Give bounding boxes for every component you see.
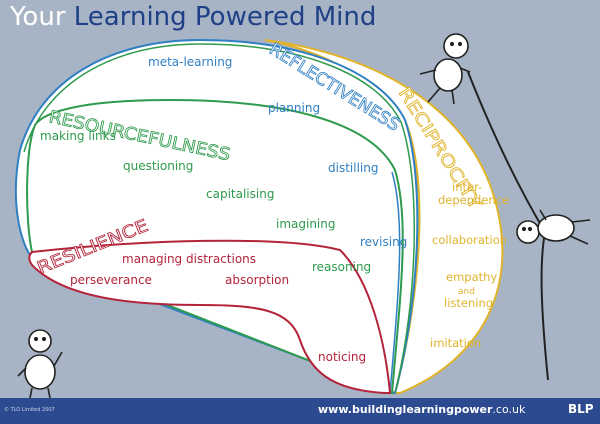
item-listening: listening: [444, 296, 493, 310]
title-part-1: Your: [10, 2, 66, 32]
item-empathy: empathy: [446, 270, 497, 284]
page-title: Your Learning Powered Mind: [10, 2, 376, 32]
item-planning: planning: [268, 101, 320, 115]
footer-bar: © TLO Limited 2007 www.buildinglearningp…: [0, 398, 600, 424]
resilience-region: [28, 239, 392, 394]
website-url-suffix: .co.uk: [492, 403, 526, 416]
item-absorption: absorption: [225, 273, 289, 287]
website-link[interactable]: www.buildinglearningpower.co.uk: [318, 403, 525, 416]
item-interdependence-line2: dependence: [438, 193, 509, 207]
item-meta-learning: meta-learning: [148, 55, 232, 69]
item-revising: revising: [360, 235, 407, 249]
item-and: and: [458, 287, 475, 297]
item-managing-distractions: managing distractions: [122, 252, 256, 266]
item-noticing: noticing: [318, 350, 366, 364]
title-part-2: Learning Powered Mind: [73, 2, 377, 32]
item-capitalising: capitalising: [206, 187, 274, 201]
stick-figure-hanging-rope-icon: [516, 209, 591, 245]
item-questioning: questioning: [123, 159, 193, 173]
item-reasoning: reasoning: [312, 260, 371, 274]
item-imitation: imitation: [430, 336, 481, 350]
learning-mind-diagram: REFLECTIVENESS RESOURCEFULNESS RECIPROCI…: [14, 33, 591, 399]
item-making-links: making links: [40, 129, 116, 143]
website-url-main: www.buildinglearningpower: [318, 403, 493, 416]
item-distilling: distilling: [328, 161, 378, 175]
item-imagining: imagining: [276, 217, 336, 231]
copyright-text: © TLO Limited 2007: [4, 407, 55, 413]
item-perseverance: perseverance: [70, 273, 152, 287]
stick-figure-waving-icon: [17, 329, 63, 399]
stick-figure-climbing-icon: [419, 33, 471, 105]
item-interdependence-line1: inter-: [452, 180, 482, 194]
blp-logo: BLP: [568, 402, 594, 416]
item-collaboration: collaboration: [432, 233, 507, 247]
